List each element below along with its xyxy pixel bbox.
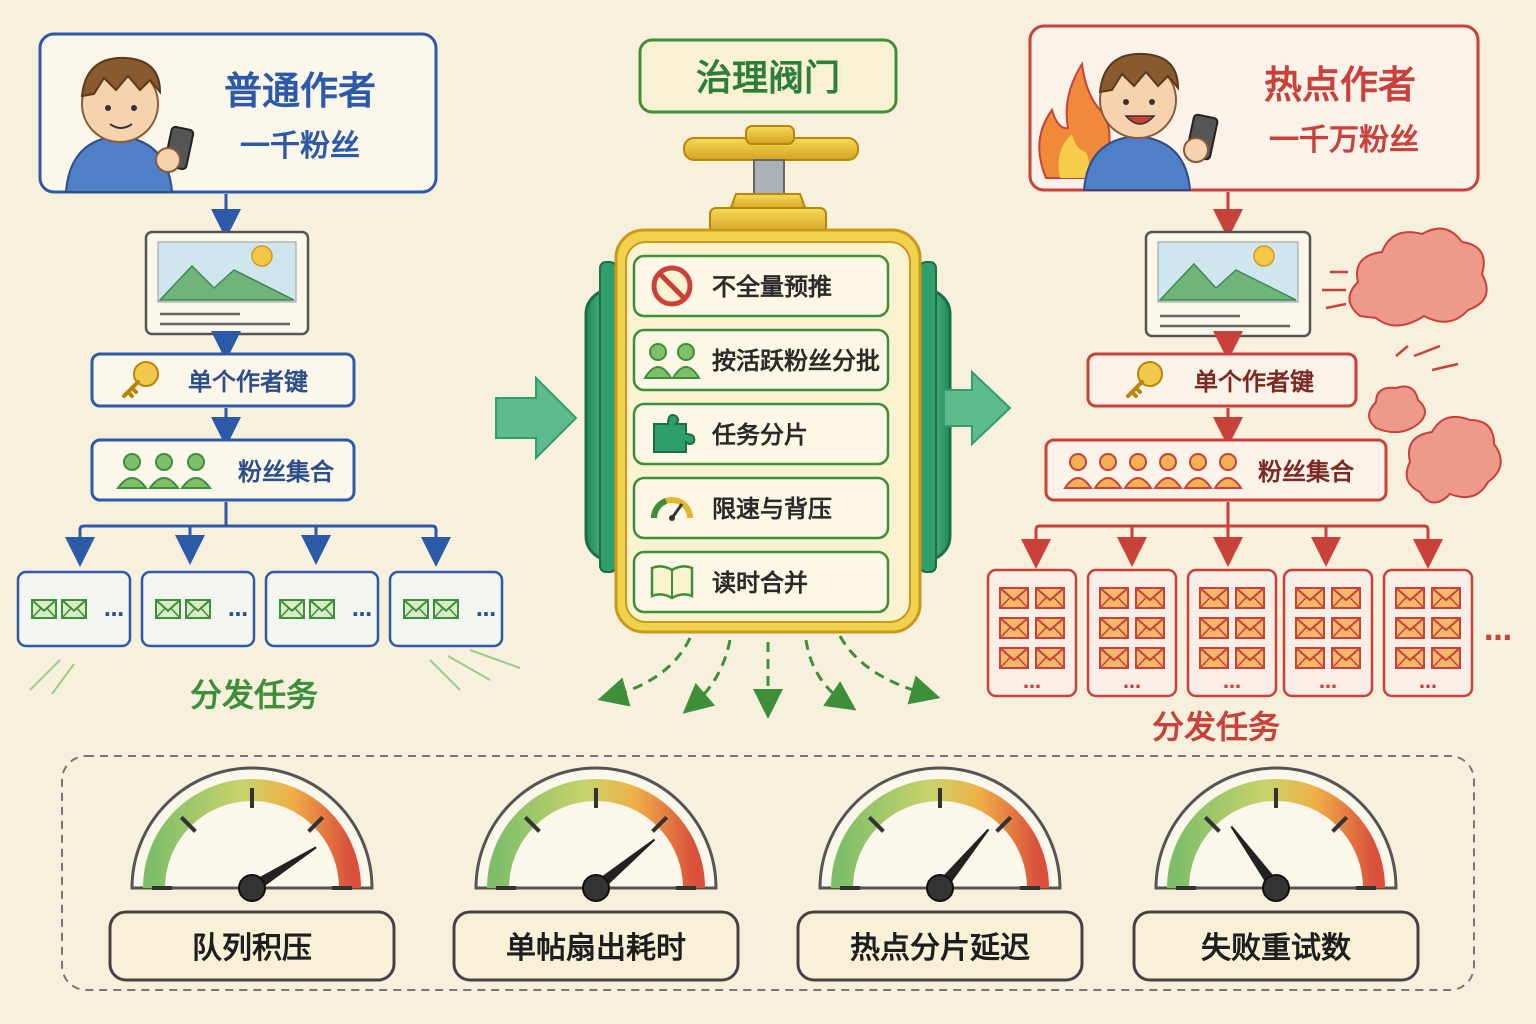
- normal-dispatch-label: 分发任务: [190, 676, 318, 714]
- normal-author-key-label: 单个作者键: [188, 368, 308, 396]
- valve-rule-label: 按活跃粉丝分批: [712, 347, 880, 375]
- gauge-label: 单帖扇出耗时: [506, 931, 686, 966]
- normal-author-followers: 一千粉丝: [240, 129, 360, 164]
- hot-author-key-label: 单个作者键: [1194, 368, 1314, 396]
- task-dots: …: [1319, 672, 1337, 693]
- valve-title-box: 治理阀门: [638, 38, 898, 114]
- valve-rule-item: 读时合并: [632, 550, 890, 614]
- task-box: …: [1186, 568, 1278, 698]
- normal-fanout-arrows: [65, 502, 451, 567]
- metric-gauge: 热点分片延迟: [796, 766, 1084, 982]
- valve-output-arrow: [943, 369, 1012, 447]
- post-image-card: [144, 230, 310, 336]
- sun-icon: [1253, 245, 1275, 267]
- valve-rule-label: 任务分片: [711, 421, 808, 449]
- task-box: …: [388, 570, 504, 648]
- gauge-label: 失败重试数: [1201, 931, 1352, 966]
- envelope-icon: [1199, 587, 1265, 669]
- hot-author-title: 热点作者: [1264, 63, 1416, 107]
- hot-author-section: 热点作者 一千万粉丝: [986, 24, 1512, 746]
- normal-author-section: 普通作者 一千粉丝 单个作者键: [16, 32, 521, 714]
- task-box: …: [140, 570, 256, 648]
- person-with-phone-icon: [1082, 52, 1219, 191]
- no-entry-icon: [651, 265, 693, 307]
- normal-task-boxes: … … … …: [16, 570, 504, 648]
- normal-author-key-box: 单个作者键: [90, 352, 356, 408]
- valve-title: 治理阀门: [696, 58, 840, 99]
- hot-fanout-arrows: [1021, 502, 1443, 569]
- valve-rule-item: 限速与背压: [632, 476, 890, 540]
- task-dots: …: [352, 597, 372, 621]
- hot-fan-set-label: 粉丝集合: [1258, 458, 1355, 486]
- hot-author-card: 热点作者 一千万粉丝: [1028, 24, 1480, 192]
- valve-handwheel-icon: [683, 125, 859, 235]
- hot-fan-set-box: 粉丝集合: [1044, 438, 1388, 502]
- normal-fan-set-box: 粉丝集合: [90, 438, 356, 502]
- valve-rule-label: 不全量预推: [712, 273, 832, 301]
- normal-fan-set-label: 粉丝集合: [238, 458, 335, 486]
- valve-dispatch-arrows: [597, 635, 941, 719]
- normal-author-title: 普通作者: [224, 69, 376, 113]
- metric-gauge: 单帖扇出耗时: [452, 766, 740, 982]
- gauge-label: 热点分片延迟: [850, 931, 1030, 966]
- envelope-icon: [155, 599, 211, 619]
- key-icon: [1126, 361, 1163, 398]
- hot-dispatch-label: 分发任务: [1152, 708, 1280, 746]
- hot-author-key-box: 单个作者键: [1086, 352, 1358, 408]
- metric-gauge: 队列积压: [108, 766, 396, 982]
- overload-smoke-icon: [1348, 227, 1502, 504]
- task-dots: …: [228, 597, 248, 621]
- valve-rule-label: 读时合并: [712, 569, 808, 597]
- envelope-icon: [1295, 587, 1361, 669]
- task-box: …: [986, 568, 1078, 698]
- valve-rule-item: 任务分片: [632, 402, 890, 466]
- task-dots: …: [1123, 672, 1141, 693]
- users-icon: [116, 453, 212, 489]
- task-box: …: [264, 570, 380, 648]
- task-dots: …: [104, 597, 124, 621]
- valve-rule-label: 限速与背压: [712, 495, 832, 523]
- users-icon: [643, 343, 701, 379]
- envelope-icon: [279, 599, 335, 619]
- valve-rule-item: 不全量预推: [632, 254, 890, 318]
- normal-motion-lines: [29, 649, 521, 695]
- envelope-icon: [1395, 587, 1461, 669]
- book-icon: [650, 565, 694, 600]
- gauge-label: 队列积压: [192, 931, 312, 966]
- person-with-phone-icon: [64, 56, 195, 193]
- envelope-icon: [999, 587, 1065, 669]
- task-dots: …: [1223, 672, 1241, 693]
- valve-input-arrow: [495, 375, 578, 461]
- puzzle-icon: [653, 414, 696, 453]
- normal-author-card: 普通作者 一千粉丝: [38, 32, 438, 194]
- task-box: …: [1086, 568, 1178, 698]
- key-icon: [122, 361, 159, 398]
- task-box: …: [16, 570, 132, 648]
- motion-lines: [1322, 270, 1459, 372]
- task-dots: …: [1419, 672, 1437, 693]
- speedometer-icon: [650, 497, 693, 521]
- valve-rule-item: 按活跃粉丝分批: [632, 328, 890, 392]
- metric-gauges: 队列积压 单帖扇出耗时 热点分片延迟 失败重试数: [108, 766, 1420, 982]
- task-dots: …: [476, 597, 496, 621]
- envelope-icon: [1099, 587, 1165, 669]
- task-dots: …: [1023, 672, 1041, 693]
- envelope-icon: [31, 599, 87, 619]
- hot-task-boxes: … … … … …: [986, 568, 1474, 698]
- envelope-icon: [403, 599, 459, 619]
- metric-gauge: 失败重试数: [1132, 766, 1420, 982]
- hot-author-followers: 一千万粉丝: [1269, 123, 1419, 158]
- metrics-panel: 队列积压 单帖扇出耗时 热点分片延迟 失败重试数: [61, 755, 1475, 991]
- task-box: …: [1282, 568, 1374, 698]
- post-image-card: [1144, 230, 1312, 338]
- task-box: …: [1382, 568, 1474, 698]
- sun-icon: [251, 245, 273, 267]
- hot-more-tasks: …: [1484, 614, 1512, 647]
- users-icon: [1063, 453, 1243, 489]
